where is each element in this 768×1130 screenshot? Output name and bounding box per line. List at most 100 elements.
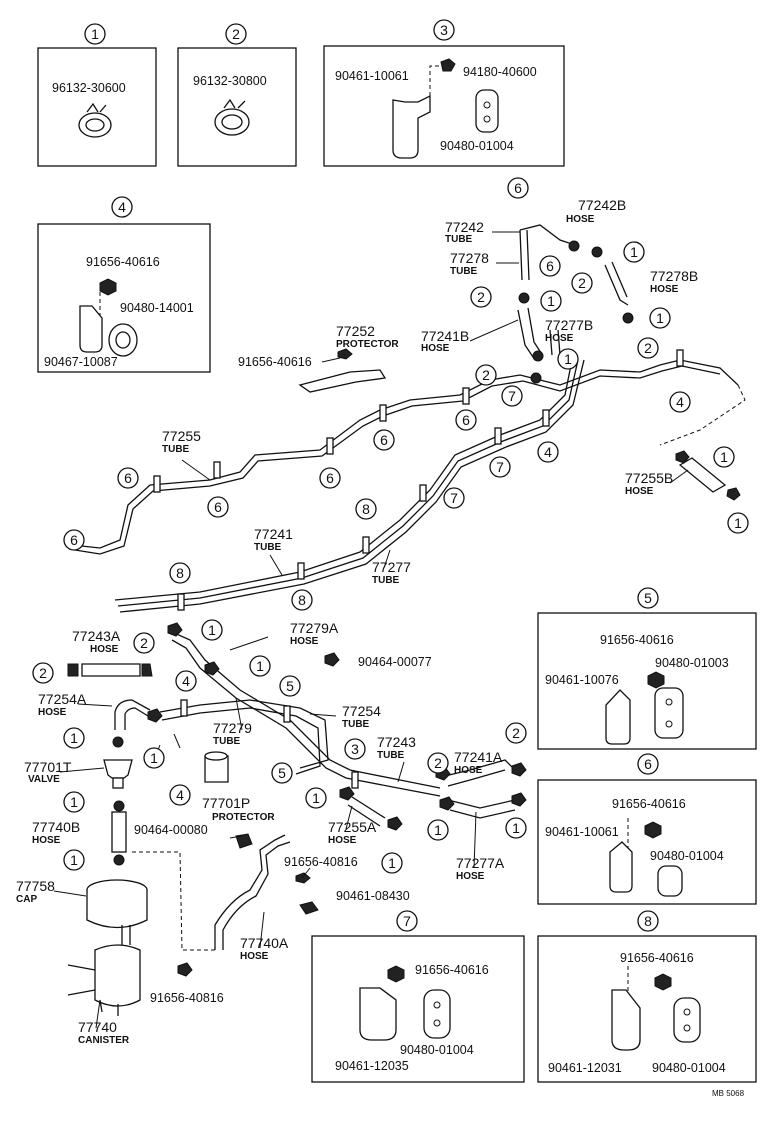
part-number: 91656-40616 [415,963,489,977]
svg-text:1: 1 [720,449,728,465]
callout-number: 3 [440,22,448,38]
label-77254a-type: HOSE [38,707,67,718]
callout-3: 3 [344,738,366,760]
svg-text:4: 4 [676,394,684,410]
svg-text:2: 2 [482,367,490,383]
svg-text:6: 6 [326,470,334,486]
label-77701t: 77701T [24,759,72,775]
label-77254: 77254 [342,703,381,719]
callout-5: 5 [279,675,301,697]
label-77278b: 77278B [650,268,698,284]
bracket-icon [359,965,451,1041]
svg-text:6: 6 [380,432,388,448]
label-77740-type: CANISTER [78,1035,130,1046]
callout-7: 7 [443,487,465,509]
main-tube-assembly [71,224,746,613]
label-91656-40816-b: 91656-40816 [150,991,224,1005]
svg-text:2: 2 [434,755,442,771]
part-number: 94180-40600 [463,65,537,79]
callout-2: 2 [505,722,527,744]
callout-1: 1 [427,819,449,841]
callout-1: 1 [63,791,85,813]
svg-text:1: 1 [656,310,664,326]
label-77255a-type: HOSE [328,835,357,846]
label-77701p-type: PROTECTOR [212,812,275,823]
svg-text:1: 1 [630,244,638,260]
callout-1: 1 [623,241,645,263]
part-number: 90480-01003 [655,656,729,670]
part-number: 90480-01004 [440,139,514,153]
svg-text:1: 1 [512,820,520,836]
svg-text:7: 7 [508,388,516,404]
callout-circle [637,587,659,609]
label-77255b: 77255B [625,470,673,486]
label-77241a-type: HOSE [454,765,483,776]
svg-text:4: 4 [544,444,552,460]
callout-circle [396,910,418,932]
label-77740b-type: HOSE [32,835,61,846]
callout-2: 2 [475,364,497,386]
svg-text:1: 1 [547,293,555,309]
part-number: 90480-14001 [120,301,194,315]
label-77243a-type: HOSE [90,644,119,655]
callout-number: 1 [91,26,99,42]
label-77701p: 77701P [202,795,250,811]
grommet-icon [108,323,138,357]
part-number: 90461-10061 [545,825,619,839]
svg-text:5: 5 [278,765,286,781]
label-77255-type: TUBE [162,444,190,455]
svg-text:6: 6 [462,412,470,428]
svg-text:6: 6 [70,532,78,548]
label-77279a-type: HOSE [290,636,319,647]
hose-clip-icon [214,98,250,136]
label-77279-type: TUBE [213,736,241,747]
detail-box-3: 3 90461-10061 94180-40600 90480-01004 [323,19,565,167]
label-77740: 77740 [78,1019,117,1035]
callout-2: 2 [427,752,449,774]
svg-text:8: 8 [362,501,370,517]
svg-text:1: 1 [388,855,396,871]
callout-number: 7 [403,913,411,929]
callout-1: 1 [557,348,579,370]
svg-text:1: 1 [70,794,78,810]
svg-text:1: 1 [734,515,742,531]
label-77758: 77758 [16,878,55,894]
detail-frame [537,612,757,750]
label-90464-00077: 90464-00077 [358,655,432,669]
svg-text:6: 6 [124,470,132,486]
label-77255b-type: HOSE [625,486,654,497]
label-77241: 77241 [254,526,293,542]
label-77241b-type: HOSE [421,343,450,354]
detail-frame [177,47,297,167]
svg-text:8: 8 [176,565,184,581]
part-number: 90461-12031 [548,1061,622,1075]
label-77277b-type: HOSE [545,333,574,344]
detail-box-4: 4 91656-40616 90480-14001 90467-10087 [37,196,211,373]
label-90464-00080: 90464-00080 [134,823,208,837]
label-77278b-type: HOSE [650,284,679,295]
svg-text:4: 4 [176,787,184,803]
callout-7: 7 [489,456,511,478]
part-number: 91656-40616 [600,633,674,647]
svg-text:7: 7 [450,490,458,506]
bracket-icon [79,305,103,353]
label-77243: 77243 [377,734,416,750]
detail-box-7: 7 91656-40616 90461-12035 90480-01004 [311,910,525,1083]
label-77277b: 77277B [545,317,593,333]
svg-text:1: 1 [70,730,78,746]
svg-text:6: 6 [546,258,554,274]
label-77252: 77252 [336,323,375,339]
label-77740b: 77740B [32,819,80,835]
detail-box-1: 1 96132-30600 [37,23,157,167]
part-number: 90461-12035 [335,1059,409,1073]
detail-frame [37,47,157,167]
detail-frame [37,223,211,373]
label-77277-type: TUBE [372,575,400,586]
detail-box-2: 2 96132-30800 [177,23,297,167]
callout-circle [433,19,455,41]
bracket-icon [605,671,684,745]
svg-text:5: 5 [286,678,294,694]
detail-frame [323,45,565,167]
callout-circle [111,196,133,218]
label-77243a: 77243A [72,628,121,644]
